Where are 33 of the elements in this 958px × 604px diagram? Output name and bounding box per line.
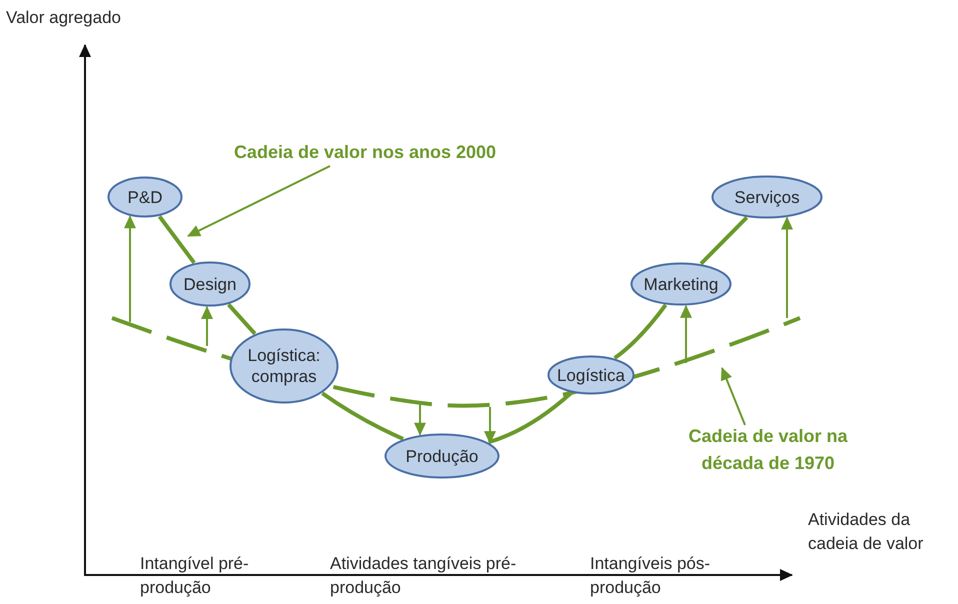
value-curve-line [158, 215, 196, 264]
value-curve-line [700, 216, 748, 266]
node-label: P&D [128, 186, 162, 208]
node-label: Design [184, 274, 236, 294]
category-label: Intangíveis pós-produção [590, 553, 712, 599]
callout-text: Cadeia de valor nos anos 2000 [200, 139, 530, 166]
category-label: Atividades tangíveis pré-produção [330, 553, 518, 599]
node-label: Serviços [734, 186, 800, 208]
callout-text: Cadeia de valor na década de 1970 [668, 423, 868, 477]
ellipse-node [384, 433, 500, 479]
ellipse-node [547, 355, 635, 395]
ellipse-node [107, 176, 183, 218]
node-label: Logística [556, 364, 626, 386]
value-curve-line [613, 304, 668, 360]
leader-arrow [720, 367, 746, 426]
value-curve-line [227, 303, 256, 336]
ellipse-node [630, 262, 732, 306]
node-label: Logística: compras [246, 345, 322, 387]
arrow [414, 404, 426, 436]
ellipse-node [169, 261, 251, 307]
value-curve-line [321, 392, 404, 441]
arrow [201, 306, 213, 346]
leader-arrow [187, 165, 330, 237]
ellipse-node [229, 328, 339, 404]
x-axis-label: Atividades da cadeia de valor [808, 509, 924, 555]
category-label: Intangível pré-produção [140, 553, 250, 599]
arrow [680, 304, 692, 363]
arrow [124, 215, 136, 322]
node-label: Produção [406, 446, 478, 466]
arrow [781, 216, 793, 318]
ellipse-node [711, 175, 823, 219]
node-label: Marketing [644, 274, 718, 294]
y-axis-label: Valor agregado [6, 7, 122, 29]
